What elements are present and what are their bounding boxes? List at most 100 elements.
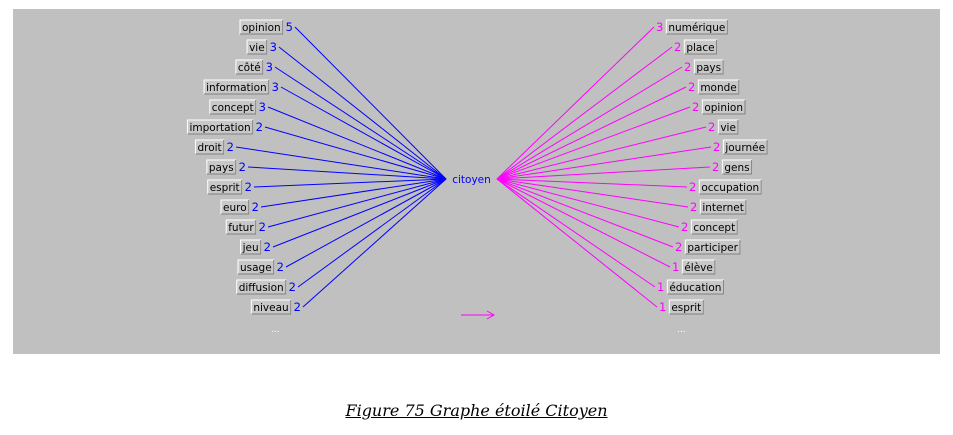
right-count: 1 — [672, 260, 679, 274]
left-word: concept — [212, 102, 254, 114]
left-word: information — [206, 82, 267, 94]
right-word: concept — [693, 222, 735, 234]
right-count: 2 — [675, 240, 682, 254]
left-word: opinion — [242, 22, 281, 34]
left-node-box-shadow — [226, 220, 257, 235]
left-count: 5 — [286, 20, 293, 34]
left-edge — [285, 178, 447, 268]
right-word: occupation — [701, 182, 759, 194]
left-word: diffusion — [239, 282, 284, 294]
right-edge — [496, 66, 683, 180]
left-node-box-shadow — [221, 200, 250, 215]
left-count: 2 — [227, 140, 234, 154]
left-node-box-shadow — [235, 60, 264, 75]
right-count: 2 — [692, 100, 699, 114]
left-count: 2 — [259, 220, 266, 234]
left-edge — [294, 26, 447, 180]
left-edges — [235, 26, 447, 308]
right-node-box-shadow — [698, 80, 740, 95]
more-right-indicator: ... — [677, 325, 686, 335]
left-node-box-shadow — [247, 40, 268, 55]
left-count: 2 — [289, 280, 296, 294]
left-count: 2 — [252, 200, 259, 214]
right-edge — [496, 106, 691, 180]
right-edge — [496, 178, 689, 208]
right-edge — [496, 86, 687, 180]
right-word: opinion — [704, 102, 743, 114]
left-edge — [297, 178, 447, 288]
left-count: 2 — [294, 300, 301, 314]
right-count: 2 — [708, 120, 715, 134]
right-count: 2 — [688, 80, 695, 94]
left-edge — [302, 178, 447, 308]
left-edge — [247, 166, 447, 180]
left-word: usage — [240, 262, 272, 274]
left-node-box-shadow — [240, 20, 284, 35]
right-word: internet — [702, 202, 744, 214]
left-node-box-shadow — [206, 160, 237, 175]
left-node-box-shadow — [251, 300, 292, 315]
left-edge — [264, 126, 447, 180]
right-word: place — [686, 42, 714, 54]
right-node-box-shadow — [669, 300, 704, 315]
right-edge — [496, 178, 656, 288]
left-count: 2 — [264, 240, 271, 254]
left-node-box-shadow — [240, 240, 262, 255]
left-count: 2 — [256, 120, 263, 134]
direction-arrow-icon — [461, 310, 496, 320]
left-edge — [278, 46, 447, 180]
left-node-box-shadow — [204, 80, 270, 95]
right-node-box-shadow — [684, 40, 718, 55]
right-edges — [496, 26, 712, 308]
right-node-box-shadow — [722, 160, 753, 175]
center-node-citoyen[interactable]: citoyen — [452, 174, 491, 186]
right-node-box-shadow — [723, 140, 768, 155]
left-count: 3 — [270, 40, 277, 54]
left-edge — [280, 86, 447, 180]
left-edge — [253, 178, 447, 188]
left-word: esprit — [210, 182, 240, 194]
right-word: pays — [696, 62, 721, 74]
right-count: 2 — [681, 220, 688, 234]
right-count: 3 — [656, 20, 663, 34]
right-node-box-shadow — [699, 180, 762, 195]
right-edge — [496, 178, 674, 248]
right-word: esprit — [671, 302, 701, 314]
right-count: 2 — [712, 160, 719, 174]
left-count: 2 — [277, 260, 284, 274]
right-edge — [496, 166, 711, 180]
left-edge — [272, 178, 447, 248]
left-word: vie — [249, 42, 265, 54]
left-node-box-shadow — [195, 140, 225, 155]
right-node-box-shadow — [718, 120, 739, 135]
left-count: 2 — [245, 180, 252, 194]
right-edge — [496, 178, 688, 188]
left-nodes: 5opinion3vie3côté3information3concept2im… — [186, 19, 301, 315]
right-count: 1 — [659, 300, 666, 314]
right-word: journée — [724, 142, 765, 154]
left-node-box-shadow — [209, 100, 257, 115]
left-edge — [267, 106, 447, 180]
right-count: 1 — [657, 280, 664, 294]
right-node-box-shadow — [682, 260, 716, 275]
left-count: 3 — [266, 60, 273, 74]
right-edge — [496, 178, 671, 268]
right-count: 2 — [689, 180, 696, 194]
right-node-box-shadow — [702, 100, 746, 115]
right-word: élève — [684, 262, 713, 274]
left-word: jeu — [242, 242, 259, 254]
left-node-box-shadow — [236, 280, 287, 295]
right-word: gens — [724, 162, 749, 174]
right-word: participer — [687, 242, 738, 254]
left-count: 3 — [272, 80, 279, 94]
more-left-indicator: ... — [271, 325, 280, 335]
right-node-box-shadow — [700, 200, 747, 215]
right-word: éducation — [669, 282, 721, 294]
left-node-box-shadow — [207, 180, 243, 195]
left-edge — [260, 178, 447, 208]
right-count: 2 — [690, 200, 697, 214]
right-word: numérique — [668, 22, 725, 34]
left-word: niveau — [253, 302, 288, 314]
